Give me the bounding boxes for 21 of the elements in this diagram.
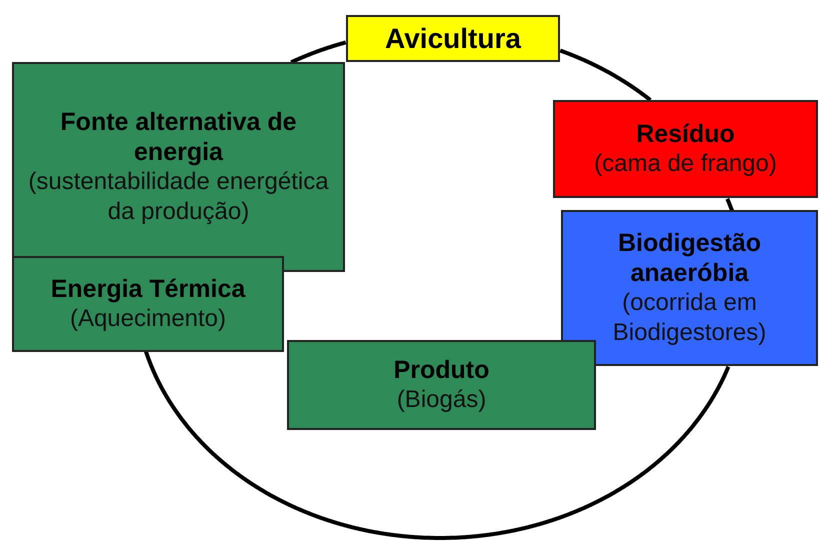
cycle-line (559, 48, 652, 102)
box-description: (ocorrida em Biodigestores) (612, 288, 768, 348)
box-description: (cama de frango) (594, 149, 777, 179)
box-heading: Produto (394, 355, 490, 385)
box-description: (sustentabilidade energética da produção) (27, 167, 330, 227)
process-box (12, 256, 284, 352)
process-box (12, 62, 345, 272)
cycle-line (725, 198, 734, 212)
process-box (287, 340, 596, 430)
box-heading: Resíduo (636, 119, 735, 149)
process-box (561, 210, 818, 366)
box-description: (Aquecimento) (70, 304, 226, 334)
cycle-line (144, 350, 730, 540)
title-box (346, 15, 560, 62)
process-box (553, 100, 818, 198)
box-description: (Biogás) (396, 385, 486, 415)
box-heading: Avicultura (385, 24, 521, 54)
box-heading: Energia Térmica (50, 274, 246, 304)
box-heading: Biodigestão anaeróbia (616, 228, 762, 288)
cycle-line (290, 40, 347, 64)
box-heading: Fonte alternativa de energia (59, 107, 298, 167)
